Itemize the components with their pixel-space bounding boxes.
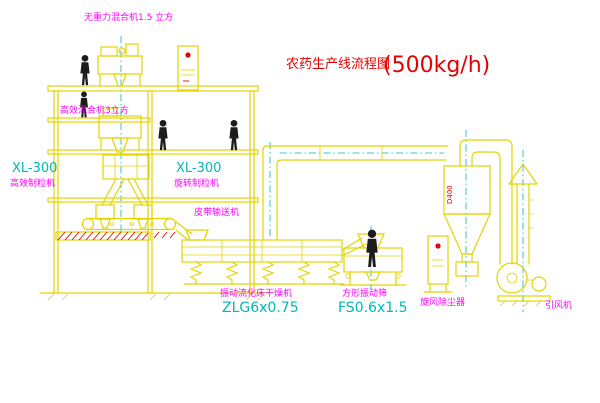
granulator <box>95 154 153 229</box>
control-cabinet-bottom <box>423 235 453 293</box>
person-icon <box>158 119 168 151</box>
exhaust-duct <box>262 145 449 241</box>
hatched-slab <box>55 231 176 241</box>
cyclone-dust-collector <box>443 139 513 277</box>
sieve-name: 方形振动筛 <box>342 287 387 299</box>
control-cabinet-top <box>177 45 199 91</box>
person-icon <box>80 54 90 86</box>
dryer-name: 振动流化床干燥机 <box>220 287 292 299</box>
mid-mixer-label: 高效混合机3立方 <box>60 104 129 116</box>
belt-conveyor-label: 皮带输送机 <box>194 206 239 218</box>
building-frame <box>39 85 266 301</box>
fluid-bed-dryer <box>181 229 367 285</box>
person-icon <box>366 229 378 267</box>
exhaust-stack <box>508 162 538 265</box>
induced-draft-fan <box>496 262 551 307</box>
top-mixer-label: 无重力混合机1.5 立方 <box>84 11 173 23</box>
duct-size-label: D400 <box>446 185 454 204</box>
person-icon <box>229 119 239 151</box>
sieve-model: FS0.6x1.5 <box>338 300 408 316</box>
mid-mixer <box>98 107 142 153</box>
diagram-title: 农药生产线流程图 <box>286 57 390 72</box>
granulator-right-name: 旋转制粒机 <box>174 177 219 189</box>
diagram-capacity: (500kg/h) <box>383 53 490 78</box>
belt-conveyor <box>81 217 193 241</box>
granulator-left-name: 高效制粒机 <box>10 177 55 189</box>
dryer-model: ZLG6x0.75 <box>222 300 299 316</box>
cyclone-label: 旋风除尘器 <box>420 296 465 308</box>
granulator-right-model: XL-300 <box>176 161 221 176</box>
fan-label: 引风机 <box>545 299 572 311</box>
granulator-left-model: XL-300 <box>12 161 57 176</box>
top-mixer <box>97 43 143 87</box>
